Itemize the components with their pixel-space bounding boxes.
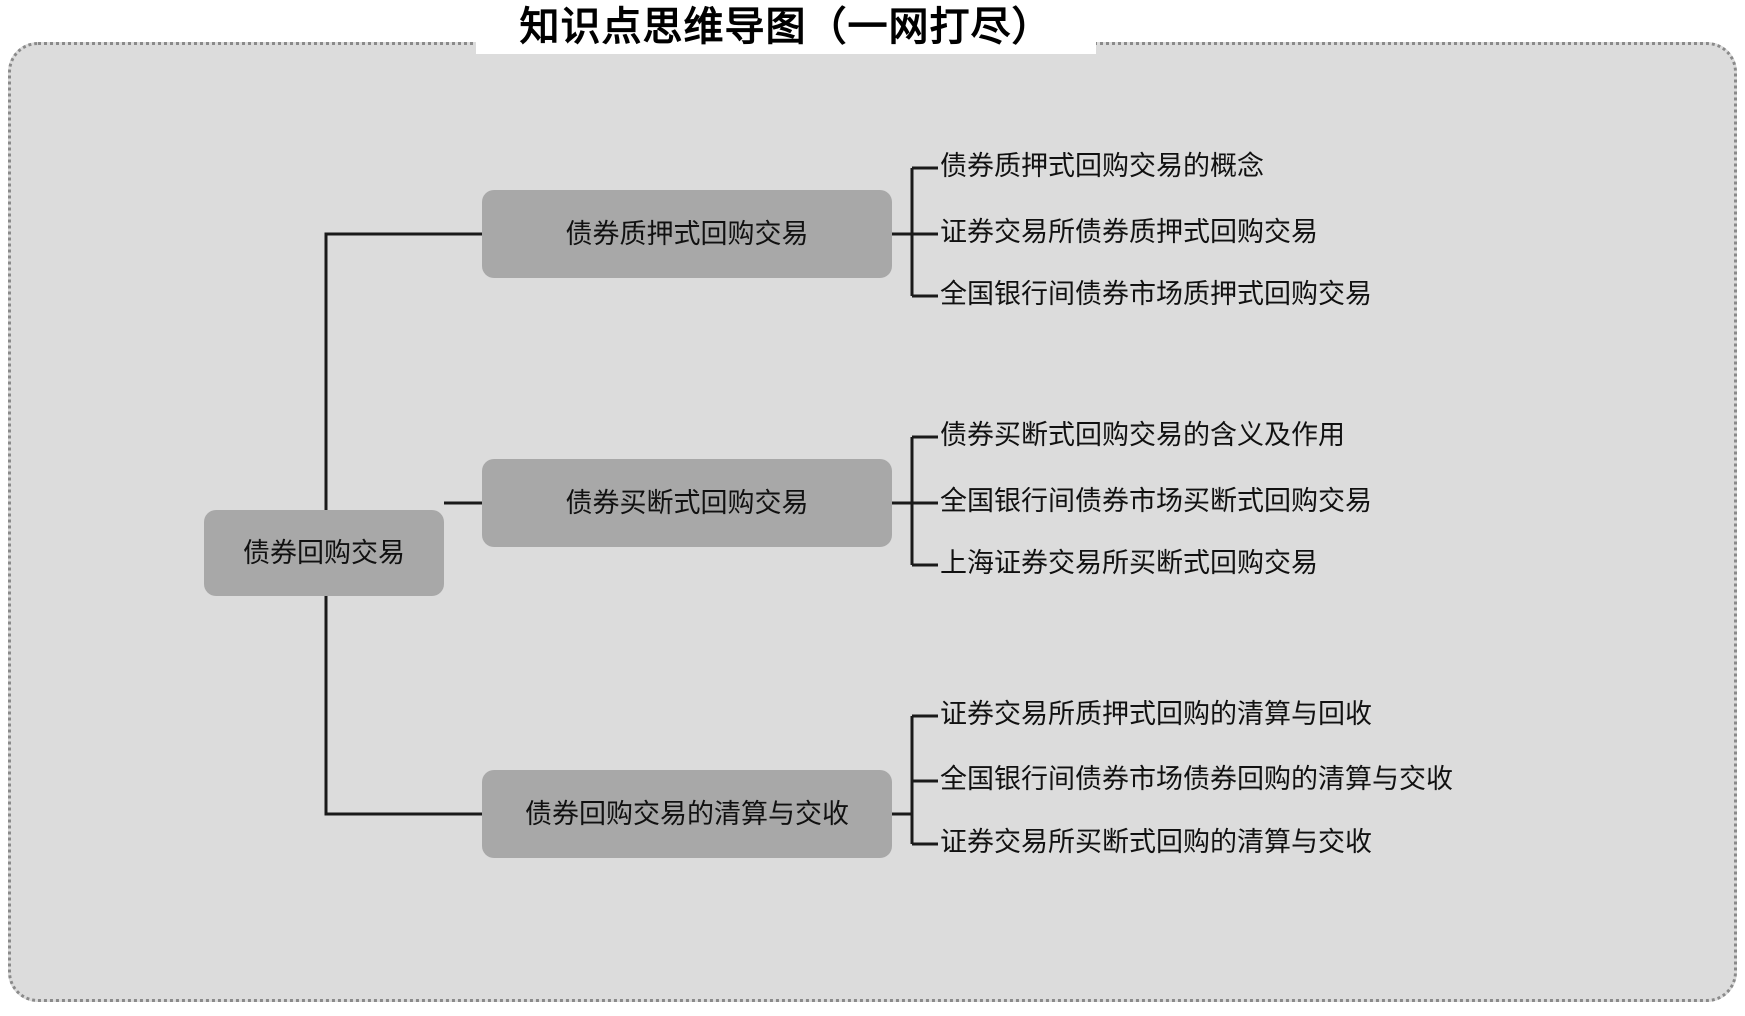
- leaf-item-2-1[interactable]: 全国银行间债券市场债券回购的清算与交收: [940, 764, 1453, 794]
- leaf-item-1-1[interactable]: 全国银行间债券市场买断式回购交易: [940, 486, 1372, 516]
- leaf-item-2-0[interactable]: 证券交易所质押式回购的清算与回收: [940, 699, 1372, 729]
- leaf-item-2-2[interactable]: 证券交易所买断式回购的清算与交收: [940, 827, 1372, 857]
- branch-node-0-label: 债券质押式回购交易: [565, 218, 809, 249]
- mindmap-branch-node-1[interactable]: 债券买断式回购交易: [482, 459, 892, 547]
- page-title: 知识点思维导图（一网打尽）: [519, 4, 1053, 49]
- title-banner: 知识点思维导图（一网打尽）: [476, 0, 1096, 54]
- mindmap-branch-node-0[interactable]: 债券质押式回购交易: [482, 190, 892, 278]
- leaf-item-1-2[interactable]: 上海证券交易所买断式回购交易: [940, 548, 1318, 578]
- mindmap-branch-node-2[interactable]: 债券回购交易的清算与交收: [482, 770, 892, 858]
- leaf-item-1-0[interactable]: 债券买断式回购交易的含义及作用: [940, 420, 1345, 450]
- leaf-item-0-1[interactable]: 证券交易所债券质押式回购交易: [940, 217, 1318, 247]
- root-node-label: 债券回购交易: [243, 537, 405, 568]
- branch-node-2-label: 债券回购交易的清算与交收: [525, 798, 849, 829]
- leaf-item-0-2[interactable]: 全国银行间债券市场质押式回购交易: [940, 279, 1372, 309]
- mindmap-root-node[interactable]: 债券回购交易: [204, 510, 444, 596]
- leaf-item-0-0[interactable]: 债券质押式回购交易的概念: [940, 151, 1264, 181]
- branch-node-1-label: 债券买断式回购交易: [565, 487, 809, 518]
